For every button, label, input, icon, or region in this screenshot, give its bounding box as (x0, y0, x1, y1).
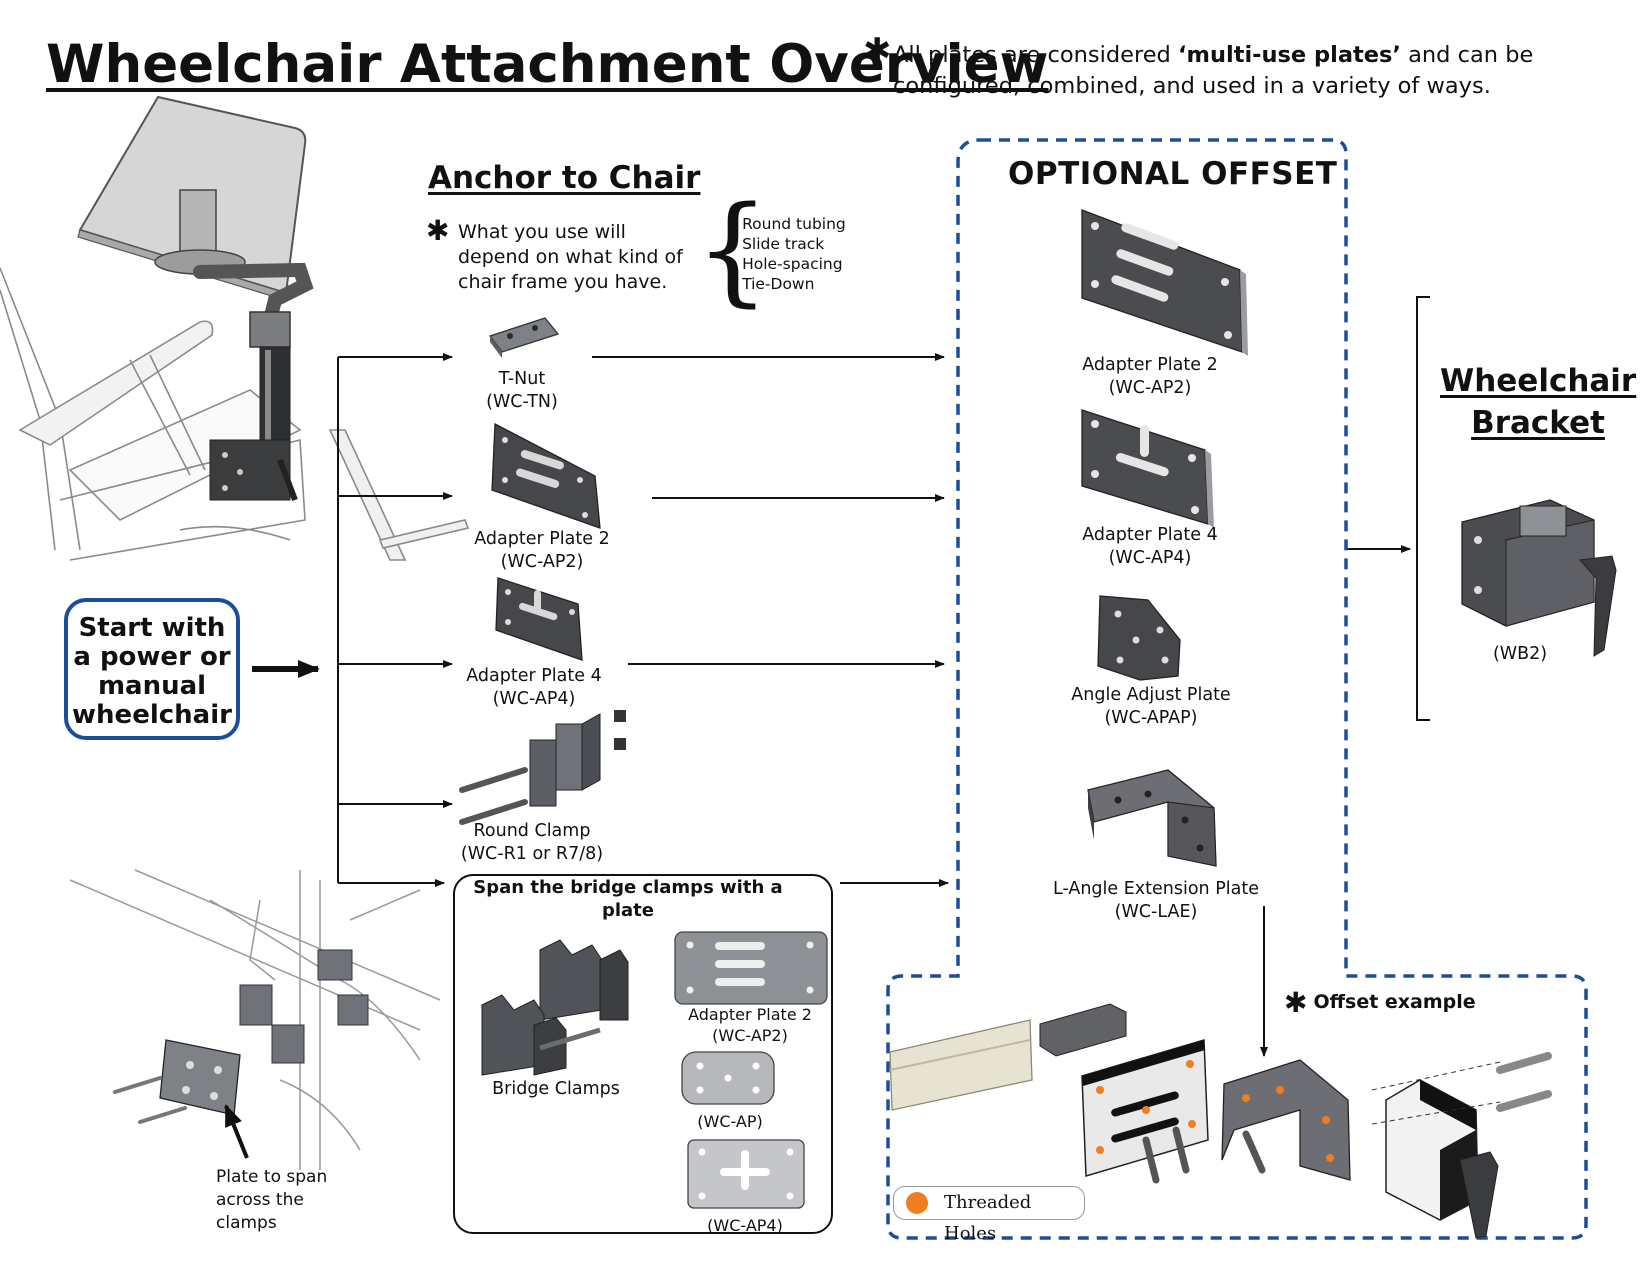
span-adapter-plate-2-image (674, 931, 828, 1005)
part-name: Angle Adjust Plate (1071, 685, 1231, 705)
span-adapter-plate-4-image (687, 1139, 805, 1209)
asterisk-icon: ✱ (426, 214, 450, 247)
offset-example-text: Offset example (1313, 991, 1476, 1013)
span-plate-title: Span the bridge clamps with a plate (473, 877, 783, 921)
offset-adapter-plate-2-label: Adapter Plate 2 (WC-AP2) (1060, 354, 1240, 400)
frame-type-list: Round tubing Slide track Hole-spacing Ti… (728, 214, 846, 294)
wheelchair-bracket-image (1461, 499, 1617, 657)
part-name: Adapter Plate 4 (466, 666, 602, 686)
part-name: L-Angle Extension Plate (1053, 879, 1259, 899)
round-clamp-image (459, 710, 626, 825)
optional-offset-heading: OPTIONAL OFFSET (1008, 156, 1338, 192)
t-nut-label: T-Nut (WC-TN) (462, 368, 582, 414)
span-adapter-plate-label: (WC-AP) (697, 1112, 763, 1131)
part-code: (WC-R1 or R7/8) (460, 844, 604, 864)
part-name: Round Clamp (473, 821, 591, 841)
angle-adjust-plate-label: Angle Adjust Plate (WC-APAP) (1046, 684, 1256, 730)
tablet-mount-illustration (77, 95, 314, 502)
span-adapter-plate-4-label: (WC-AP4) (707, 1216, 783, 1235)
page-title: Wheelchair Attachment Overview (46, 34, 1049, 95)
anchor-heading: Anchor to Chair (428, 160, 701, 196)
heading-line: Bracket (1471, 405, 1605, 441)
offset-adapter-plate-4-image (1081, 409, 1214, 528)
frame-type-item: Tie-Down (728, 274, 846, 294)
part-name: Adapter Plate 2 (474, 529, 610, 549)
round-clamp-label: Round Clamp (WC-R1 or R7/8) (452, 820, 612, 866)
asterisk-icon: ✱ (1284, 986, 1308, 1019)
offset-example-label: ✱Offset example (1284, 982, 1476, 1019)
span-adapter-plate-image (681, 1051, 775, 1105)
multi-use-note-bold: ‘multi-use plates’ (1177, 42, 1401, 68)
heading-line: Wheelchair (1440, 363, 1637, 399)
wb2-label: (WB2) (1492, 644, 1548, 664)
part-name: T-Nut (498, 369, 546, 389)
anchor-adapter-plate-4-image (495, 577, 583, 661)
part-code: (WC-LAE) (1114, 902, 1198, 922)
plate-span-note: Plate to span across the clamps (216, 1167, 328, 1233)
multi-use-note-pre: All plates are considered (893, 42, 1178, 68)
wheelchair-bracket-heading: Wheelchair Bracket (1440, 360, 1636, 444)
start-box: Start with a power or manual wheelchair (64, 598, 240, 740)
orange-dot-icon (906, 1192, 928, 1214)
angle-adjust-plate-image (1097, 595, 1181, 681)
part-code: (WC-AP2) (500, 552, 584, 572)
part-code: (WC-AP2) (712, 1026, 788, 1045)
part-code: (WC-AP4) (1108, 548, 1192, 568)
l-angle-extension-plate-image (1087, 769, 1217, 867)
part-code: (WC-AP4) (492, 689, 576, 709)
anchor-adapter-plate-2-label: Adapter Plate 2 (WC-AP2) (462, 528, 622, 574)
frame-type-item: Round tubing (728, 214, 846, 234)
part-code: (WC-AP2) (1108, 378, 1192, 398)
bridge-clamps-label: Bridge Clamps (492, 1079, 620, 1099)
anchor-note: ✱ What you use will depend on what kind … (426, 217, 698, 295)
l-angle-extension-plate-label: L-Angle Extension Plate (WC-LAE) (1036, 878, 1276, 924)
part-name: Adapter Plate 2 (688, 1005, 812, 1024)
bridge-clamps-image (481, 939, 629, 1076)
anchor-adapter-plate-4-label: Adapter Plate 4 (WC-AP4) (454, 665, 614, 711)
span-adapter-plate-2-label: Adapter Plate 2 (WC-AP2) (670, 1004, 830, 1046)
offset-example-image (889, 1003, 1552, 1239)
part-code: (WC-APAP) (1104, 708, 1198, 728)
optional-offset-region (886, 138, 1588, 1240)
frame-type-item: Hole-spacing (728, 254, 846, 274)
bridge-clamp-sketch-parts (113, 949, 369, 1159)
part-name: Adapter Plate 2 (1082, 355, 1218, 375)
anchor-connectors (337, 353, 453, 887)
bracket-line (1416, 296, 1430, 721)
anchor-note-text: What you use will depend on what kind of… (458, 221, 683, 293)
anchor-adapter-plate-2-image (491, 422, 601, 529)
legend-text: Threaded Holes (944, 1192, 1032, 1244)
wheelchair-illustration (0, 267, 470, 561)
offset-adapter-plate-4-label: Adapter Plate 4 (WC-AP4) (1060, 524, 1240, 570)
offset-connectors (592, 353, 1411, 1057)
threaded-holes-legend: Threaded Holes (893, 1186, 1085, 1244)
span-plate-box (453, 874, 833, 1234)
multi-use-note-post: and can be configured, combined, and use… (893, 42, 1534, 99)
t-nut-image (488, 317, 560, 358)
offset-adapter-plate-2-image (1081, 209, 1248, 356)
part-name: Adapter Plate 4 (1082, 525, 1218, 545)
multi-use-note: ✱ All plates are considered ‘multi-use p… (863, 34, 1633, 102)
frame-type-item: Slide track (728, 234, 846, 254)
asterisk-icon: ✱ (863, 31, 892, 71)
part-code: (WC-TN) (486, 392, 558, 412)
